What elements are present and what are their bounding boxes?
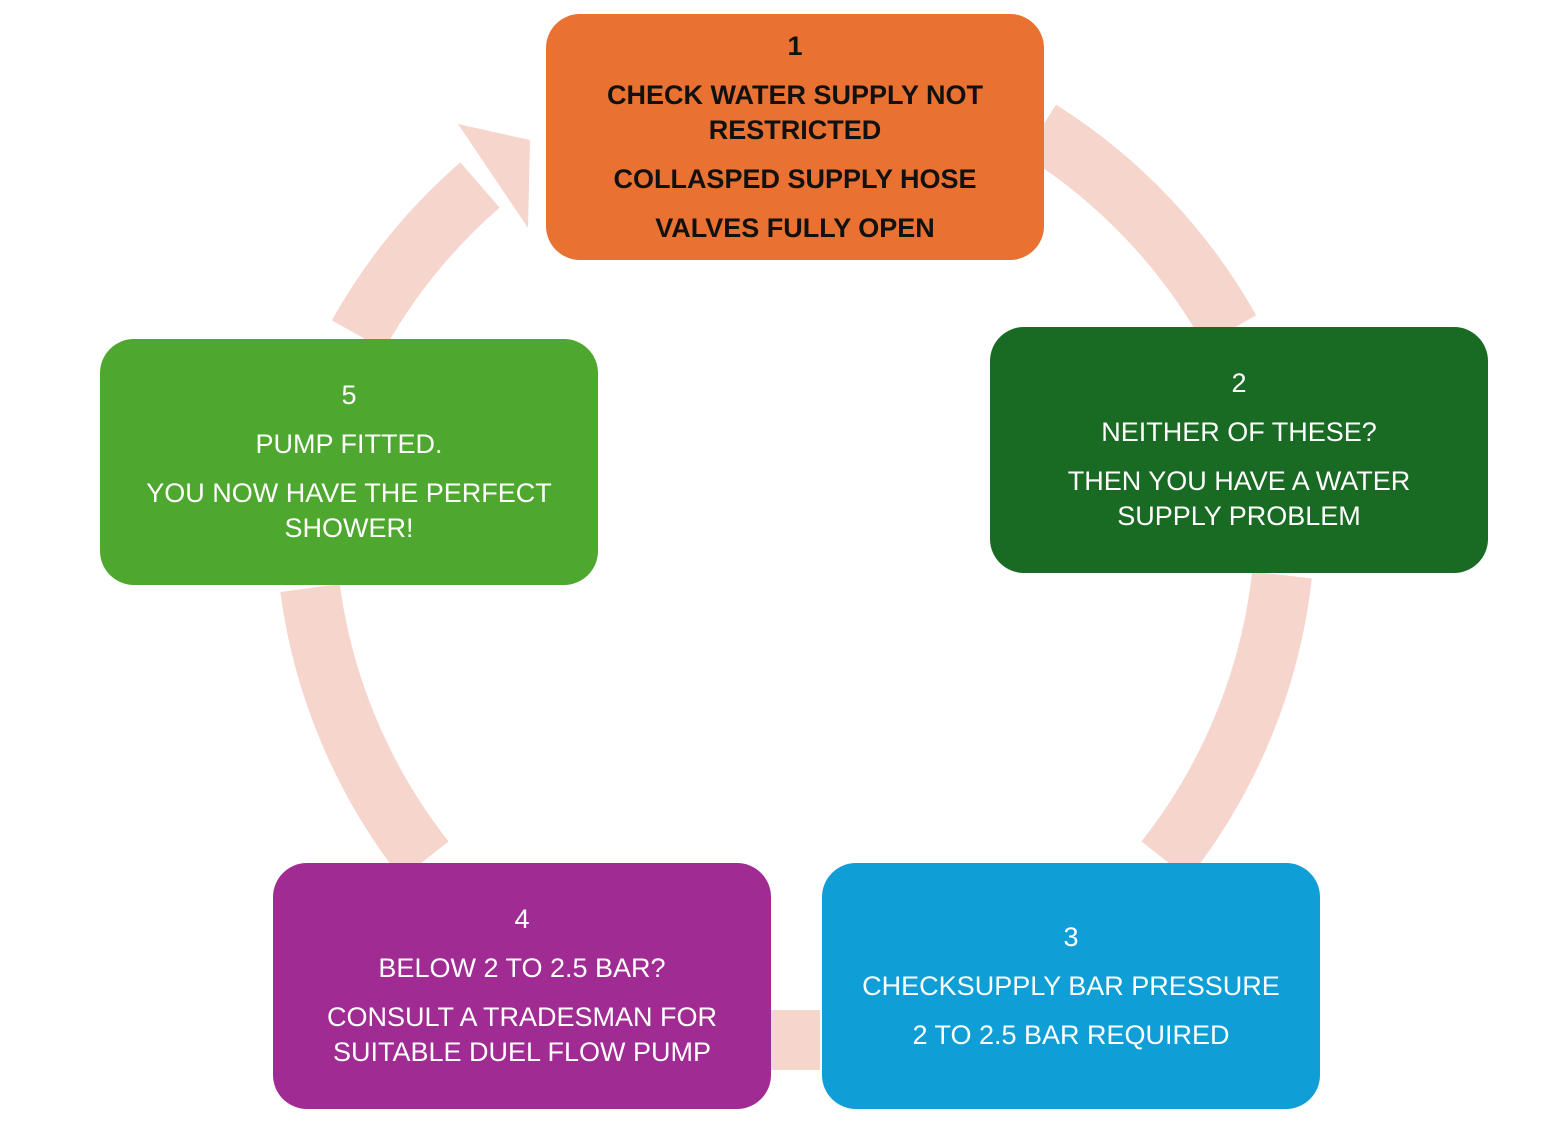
step-3-number: 3 — [1063, 921, 1079, 952]
step-2-problem-text: THEN YOU HAVE A WATER SUPPLY PROBLEM — [1067, 466, 1411, 531]
step-4-consult-text: CONSULT A TRADESMAN FOR SUITABLE DUEL FL… — [326, 1002, 718, 1067]
step-5-result-text: YOU NOW HAVE THE PERFECT SHOWER! — [146, 478, 552, 543]
step-1-valves-text: VALVES FULLY OPEN — [655, 212, 935, 243]
step-5-number: 5 — [341, 380, 357, 410]
step-2-number: 2 — [1231, 368, 1247, 398]
step-3-box: 3 CHECKSUPPLY BAR PRESSURE 2 TO 2.5 BAR … — [822, 863, 1320, 1109]
step-3-required-text: 2 TO 2.5 BAR REQUIRED — [912, 1019, 1230, 1050]
step-1-check-supply-text: CHECK WATER SUPPLY NOT RESTRICTED — [606, 79, 984, 145]
step-5-pump-text: PUMP FITTED. — [255, 429, 443, 459]
connector-arc-5-to-1 — [331, 162, 500, 350]
cycle-arrowhead-icon — [458, 124, 530, 228]
step-2-question-text: NEITHER OF THESE? — [1101, 417, 1377, 447]
connector-arc-1-to-2 — [1023, 104, 1257, 345]
step-2-box: 2 NEITHER OF THESE? THEN YOU HAVE A WATE… — [990, 327, 1488, 573]
connector-arc-2-to-3 — [1141, 571, 1312, 879]
connector-arc-4-to-5 — [280, 583, 449, 879]
step-4-number: 4 — [514, 904, 530, 934]
step-4-question-text: BELOW 2 TO 2.5 BAR? — [378, 953, 666, 983]
step-1-number: 1 — [787, 30, 803, 61]
step-5-box: 5 PUMP FITTED. YOU NOW HAVE THE PERFECT … — [100, 339, 598, 585]
step-1-box: 1 CHECK WATER SUPPLY NOT RESTRICTED COLL… — [546, 14, 1044, 260]
step-1-hose-text: COLLASPED SUPPLY HOSE — [613, 163, 977, 194]
step-3-check-pressure-text: CHECKSUPPLY BAR PRESSURE — [862, 970, 1280, 1001]
step-4-box: 4 BELOW 2 TO 2.5 BAR? CONSULT A TRADESMA… — [273, 863, 771, 1109]
